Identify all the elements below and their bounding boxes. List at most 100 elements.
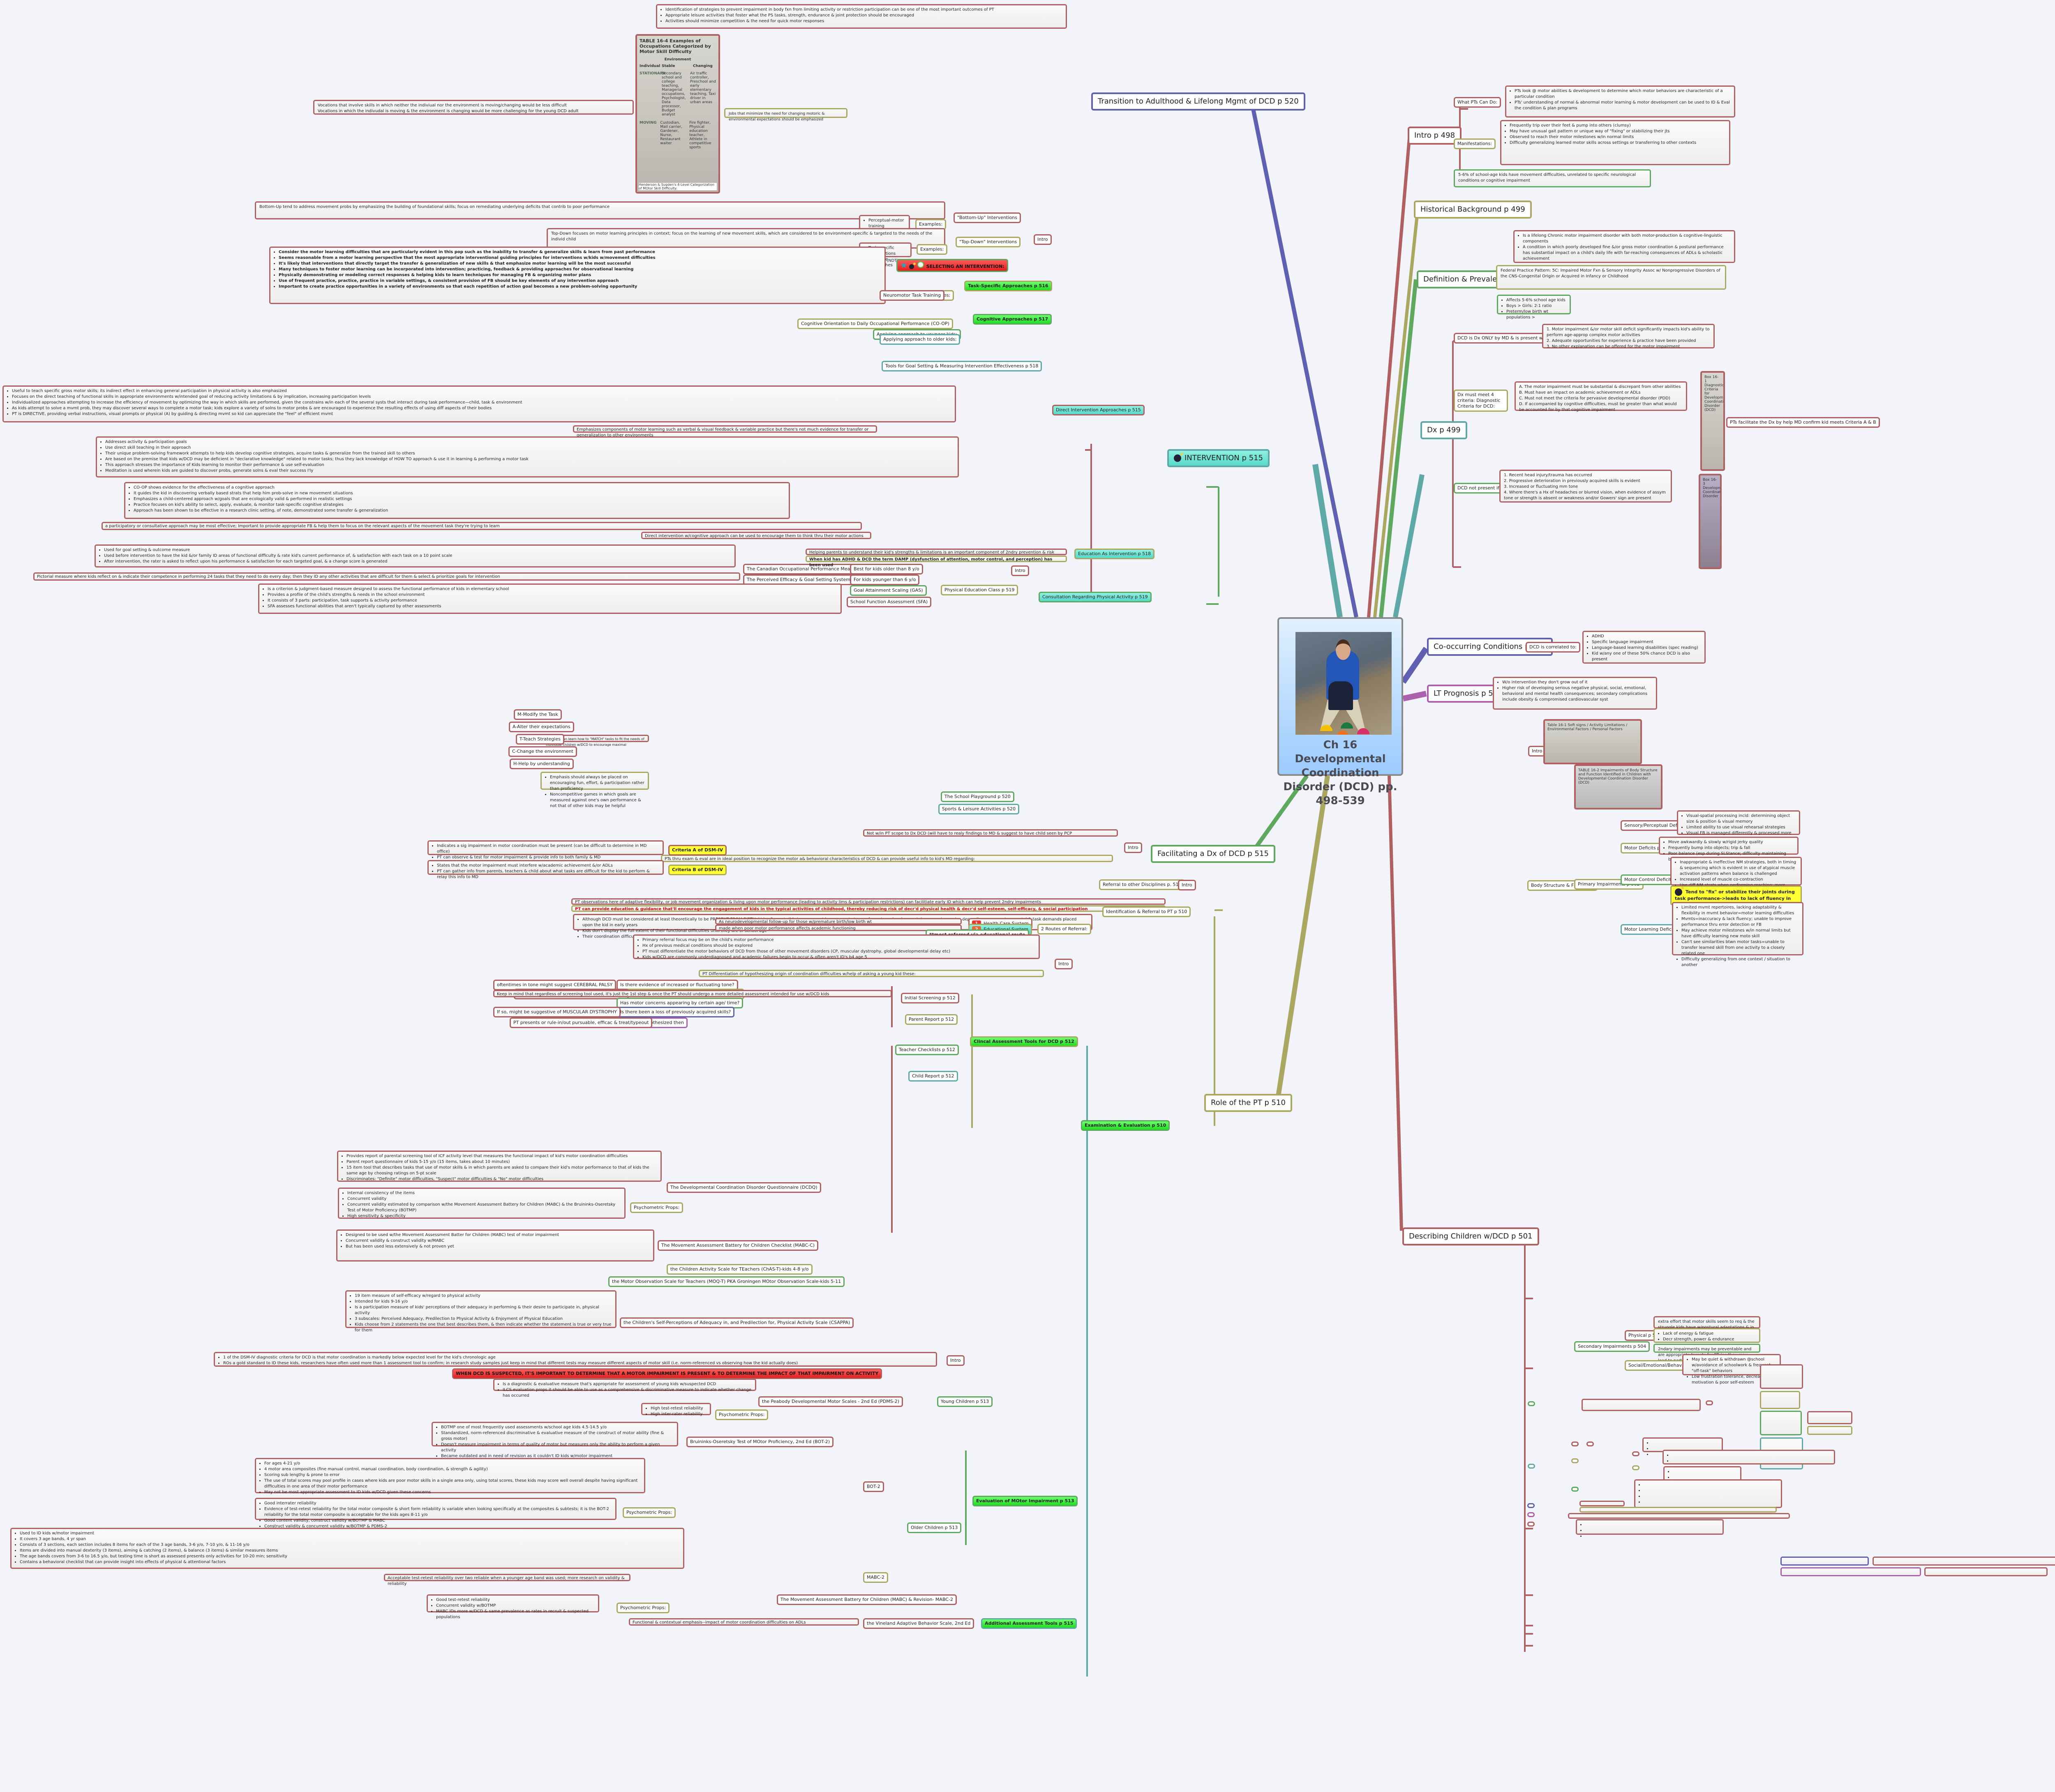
note-speculation-1 xyxy=(1760,1364,1803,1389)
tool-pdms-2[interactable]: the Peabody Developmental Motor Scales -… xyxy=(758,1396,903,1407)
subtopic-teacher-checklists[interactable]: Teacher Checklists p 512 xyxy=(895,1045,959,1055)
subtopic-identification-referral[interactable]: Identification & Referral to PT p 510 xyxy=(1102,906,1191,917)
subtopic-activity-intro[interactable] xyxy=(1571,1441,1579,1446)
subtopic-routes-of-referral[interactable]: 2 Routes of Referral: xyxy=(1037,924,1091,934)
subtopic-evaluation-motor-impairment[interactable]: Evaluation of MOtor Impairment p 513 xyxy=(972,1496,1078,1506)
subtopic-tools-goal-setting[interactable]: Tools for Goal Setting & Measuring Inter… xyxy=(882,361,1042,371)
note-criteria-a: Indicates a sig impairment in motor coor… xyxy=(427,840,664,860)
question-loss-skills[interactable]: Is there been a loss of previously acqui… xyxy=(616,1007,735,1017)
subtopic-selecting-intervention[interactable]: ★ SELECTING AN INTERVENTION: xyxy=(896,259,1008,272)
note-sfa: Is a criterion & judgment-based measure … xyxy=(258,583,842,614)
subtopic-sports-leisure[interactable]: Sports & Leisure Activities p 520 xyxy=(938,804,1019,814)
subtopic-referral-disciplines[interactable]: Referral to other Disciplines p. 515 xyxy=(1099,879,1185,890)
bomb-icon xyxy=(1675,887,1684,896)
subtopic-parent-report[interactable]: Parent Report p 512 xyxy=(905,1014,958,1025)
subtopic-pe-class[interactable]: Physical Education Class p 519 xyxy=(941,585,1018,595)
topic-intro[interactable]: Intro p 498 xyxy=(1408,127,1462,145)
subtopic-task-specific[interactable]: Task-Specific Approaches p 516 xyxy=(964,281,1052,291)
subtopic-bot-2[interactable]: BOT-2 xyxy=(863,1481,884,1492)
subtopic-criteria-b[interactable]: Criteria B of DSM-IV xyxy=(668,865,727,875)
topic-role-of-pt[interactable]: Role of the PT p 510 xyxy=(1204,1094,1292,1112)
subtopic-older-children[interactable]: Older Children p 513 xyxy=(907,1522,962,1533)
tool-csappa[interactable]: the Children's Self-Perceptions of Adequ… xyxy=(620,1317,854,1328)
subtopic-mabc-2[interactable]: MABC-2 xyxy=(863,1572,889,1583)
subtopic-role-intro[interactable]: Intro xyxy=(1178,880,1196,890)
subtopic-pdms-psychometric[interactable]: Psychometric Props: xyxy=(715,1409,769,1420)
question-motor-concerns[interactable]: Has motor concerns appearing by certain … xyxy=(616,998,743,1008)
tool-dcdq[interactable]: The Developmental Coordination Disorder … xyxy=(667,1182,821,1193)
subtopic-environmental-factors[interactable] xyxy=(1527,1522,1535,1527)
tool-moq-t[interactable]: the Motor Observation Scale for Teachers… xyxy=(608,1276,845,1287)
note-cognitive-approaches: Addresses activity & participation goals… xyxy=(96,436,959,477)
subtopic-dx-present-when[interactable]: DCD is Dx ONLY by MD & is present when: xyxy=(1454,333,1557,344)
tool-sfa[interactable]: School Function Assessment (SFA) xyxy=(847,597,932,607)
subtopic-direct-intervention[interactable]: Direct Intervention Approaches p 515 xyxy=(1052,405,1145,415)
subtopic-activity-limitations[interactable] xyxy=(1528,1464,1535,1469)
subtopic-intervention-intro[interactable]: Intro xyxy=(1034,234,1052,245)
subtopic-school-playground[interactable]: The School Playground p 520 xyxy=(941,791,1014,802)
subtopic-older-kids[interactable]: Applying approach to older kids: xyxy=(880,334,961,345)
subtopic-consultation-intro[interactable]: Intro xyxy=(1011,565,1029,576)
subtopic-dcdq-psychometric[interactable]: Psychometric Props: xyxy=(630,1202,683,1213)
subtopic-speculations[interactable] xyxy=(1706,1400,1713,1405)
example-neuromotor-task-training[interactable]: Neuromotor Task Training xyxy=(880,290,945,301)
subtopic-top-down[interactable]: "Top-Down" Interventions xyxy=(956,237,1021,247)
subtopic-motor-impairment-intro[interactable]: Intro xyxy=(947,1355,965,1366)
subtopic-secondary-impairments[interactable]: Secondary Impairments p 504 xyxy=(1574,1341,1650,1352)
central-topic[interactable]: Ch 16 Developmental Coordination Disorde… xyxy=(1277,617,1403,807)
tool-gas[interactable]: Goal Attainment Scaling (GAS) xyxy=(850,585,927,596)
subtopic-child-report[interactable]: Child Report p 512 xyxy=(908,1071,958,1082)
match-teach-strategies: T-Teach Strategies xyxy=(516,734,564,745)
subtopic-bottom-up-examples[interactable]: Examples: xyxy=(915,219,947,230)
note-physical-preventable: 2ndary impairments may be preventable an… xyxy=(1653,1344,1760,1369)
subtopic-bot-2-psychometric[interactable]: Psychometric Props: xyxy=(623,1507,676,1518)
subtopic-self-care[interactable] xyxy=(1632,1451,1639,1456)
topic-transition-adulthood[interactable]: Transition to Adulthood & Lifelong Mgmt … xyxy=(1091,92,1305,111)
subtopic-dx-not-present[interactable]: DCD not present if: xyxy=(1454,483,1505,494)
subtopic-cognitive-approaches[interactable]: Cognitive Approaches p 517 xyxy=(973,314,1052,325)
topic-dx[interactable]: Dx p 499 xyxy=(1420,421,1467,439)
subtopic-academic[interactable] xyxy=(1632,1465,1639,1470)
tool-chas-t[interactable]: the Children Activity Scale for TEachers… xyxy=(667,1264,813,1275)
note-route-health-care: As neurodevelopmental follow-up for thos… xyxy=(715,918,962,925)
subtopic-dcd-correlated[interactable]: DCD is correlated to: xyxy=(1526,642,1580,653)
topic-facilitating-dx[interactable]: Facilitating a Dx of DCD p 515 xyxy=(1151,845,1275,863)
subtopic-gross-motor[interactable] xyxy=(1571,1487,1579,1492)
note-dual-task-thinking xyxy=(1807,1411,1852,1424)
topic-historical-background[interactable]: Historical Background p 499 xyxy=(1414,201,1532,219)
subtopic-dx-criteria[interactable]: Dx must meet 4 criteria: Diagnostic Crit… xyxy=(1454,390,1508,412)
subtopic-additional-assessment-tools[interactable]: Additional Assessment Tools p 515 xyxy=(981,1618,1077,1629)
subtopic-consultation-physical-activity[interactable]: Consultation Regarding Physical Activity… xyxy=(1039,592,1152,602)
subtopic-young-children[interactable]: Young Children p 513 xyxy=(937,1396,993,1407)
subtopic-origin-pathophysiology[interactable] xyxy=(1528,1401,1535,1406)
tool-mabc-2[interactable]: The Movement Assessment Battery for Chil… xyxy=(777,1594,957,1605)
note-match: Teachers can learn how to "MATCH" tasks … xyxy=(543,735,649,752)
subtopic-fine-motor[interactable] xyxy=(1571,1458,1579,1463)
subtopic-exam-intro[interactable]: Intro xyxy=(1055,959,1073,969)
subtopic-participation[interactable] xyxy=(1527,1503,1535,1508)
subtopic-co-op[interactable]: Cognitive Orientation to Daily Occupatio… xyxy=(797,318,953,329)
subtopic-mabc-2-psychometric[interactable]: Psychometric Props: xyxy=(616,1603,670,1613)
topic-co-occurring[interactable]: Co-occurring Conditions p 500 xyxy=(1427,638,1553,656)
subtopic-criteria-a[interactable]: Criteria A of DSM-IV xyxy=(668,845,727,856)
subtopic-manifestations[interactable]: Manifestations: xyxy=(1454,138,1496,149)
subtopic-what-pts-can-do[interactable]: What PTs Can Do: xyxy=(1454,97,1501,108)
note-mabc-c: Designed to be used w/the Movement Asses… xyxy=(336,1229,654,1262)
subtopic-clinical-assessment-tools[interactable]: Clincal Assessment Tools for DCD p 512 xyxy=(970,1036,1078,1047)
subtopic-facilitating-intro[interactable]: Intro xyxy=(1124,842,1142,853)
note-co-op: CO-OP shows evidence for the effectivene… xyxy=(124,482,790,519)
tool-mabc-c[interactable]: The Movement Assessment Battery for Chil… xyxy=(658,1240,819,1251)
tool-copm-age: Best for kids older than 8 y/o xyxy=(850,564,923,574)
subtopic-education-intervention[interactable]: Education As Intervention p 518 xyxy=(1074,549,1155,559)
subtopic-initial-screening[interactable]: Initial Screening p 512 xyxy=(901,993,959,1003)
subtopic-bottom-up[interactable]: "Bottom-Up" Interventions xyxy=(954,212,1021,223)
subtopic-examination-evaluation[interactable]: Examination & Evaluation p 510 xyxy=(1081,1120,1170,1131)
topic-intervention[interactable]: INTERVENTION p 515 xyxy=(1167,449,1270,467)
tool-vineland[interactable]: the Vineland Adaptive Behavior Scale, 2n… xyxy=(863,1618,974,1629)
tool-bot-2[interactable]: Bruininks-Oseretsky Test of MOtor Profic… xyxy=(686,1437,834,1447)
note-definition: Is a lifelong Chronic motor impairment d… xyxy=(1513,230,1735,263)
subtopic-personal-factors[interactable] xyxy=(1527,1512,1535,1517)
subtopic-kids-difficulties[interactable] xyxy=(1586,1441,1594,1446)
topic-describing-children[interactable]: Describing Children w/DCD p 501 xyxy=(1402,1227,1539,1245)
subtopic-top-down-examples[interactable]: Examples: xyxy=(917,244,948,255)
